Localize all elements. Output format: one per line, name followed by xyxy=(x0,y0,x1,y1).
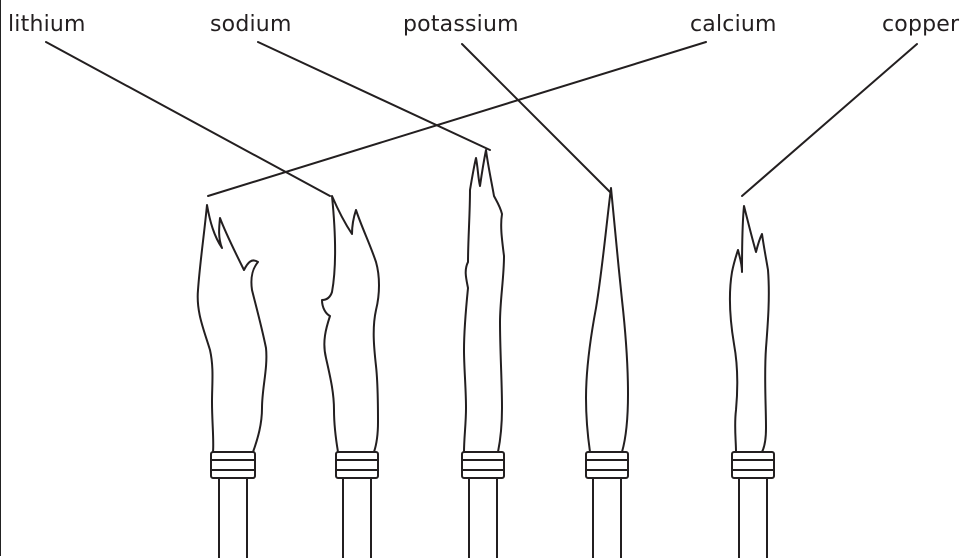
flame-5-outline xyxy=(730,206,769,452)
flame-lithium-position-2 xyxy=(322,196,379,558)
flame-3-outline xyxy=(464,150,504,452)
flame-copper-position-5 xyxy=(730,206,774,558)
leader-line-calcium xyxy=(208,42,706,196)
flame-2-outline xyxy=(322,196,379,452)
torch-1-collar xyxy=(211,452,255,478)
torch-5-collar xyxy=(732,452,774,478)
flame-potassium-position-4 xyxy=(586,188,628,558)
flame-sodium-position-3 xyxy=(462,150,504,558)
leader-line-copper xyxy=(742,44,917,196)
leader-line-lithium xyxy=(46,42,330,196)
torch-4-collar xyxy=(586,452,628,478)
flame-4-outline xyxy=(586,188,628,452)
torch-3-collar xyxy=(462,452,504,478)
flame-1-outline xyxy=(198,205,267,452)
torch-2-collar xyxy=(336,452,378,478)
flame-calcium-position-1 xyxy=(198,205,267,558)
leader-line-potassium xyxy=(462,44,610,192)
leader-line-sodium xyxy=(258,42,490,150)
